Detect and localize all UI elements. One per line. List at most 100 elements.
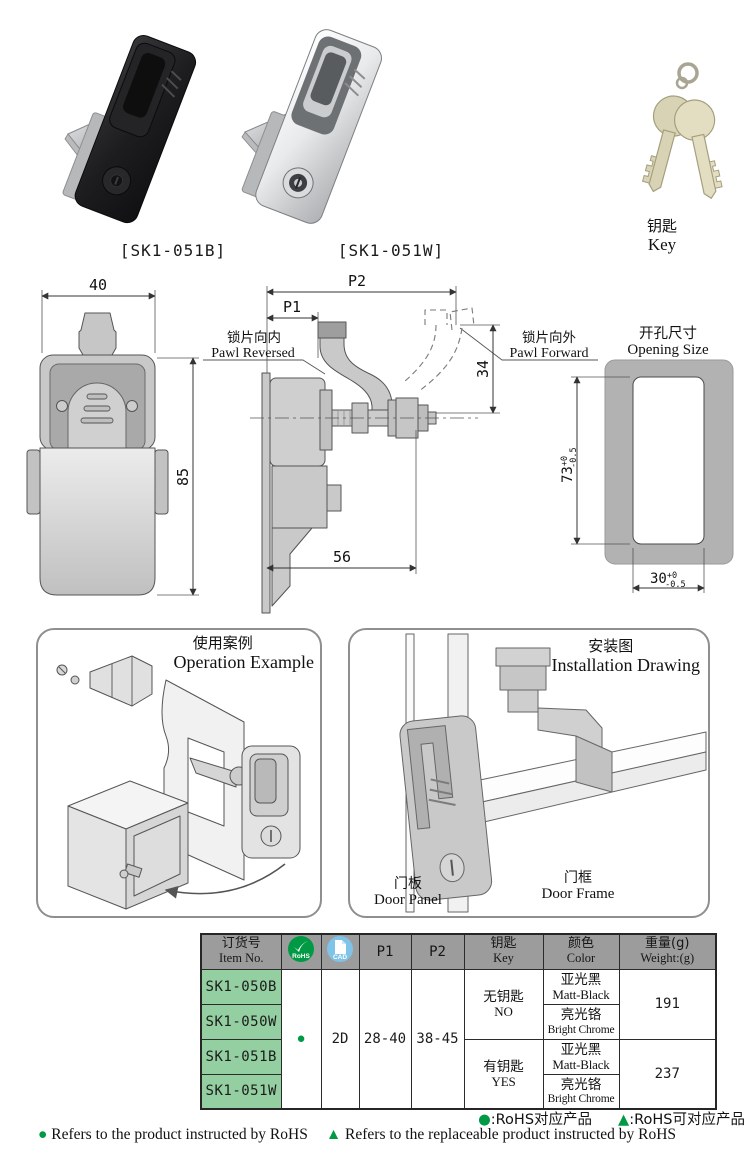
- spec-table: 订货号 Item No. RoHS CAD P1 P2: [200, 933, 717, 1110]
- color-chrome-en: Bright Chrome: [547, 1093, 615, 1106]
- opening-height-dim: 73+0-0.5: [560, 447, 579, 483]
- opening-title-zh: 开孔尺寸: [639, 325, 697, 342]
- installation-box-title: 安装图 Installation Drawing: [552, 638, 700, 675]
- header-item-en: Item No.: [219, 951, 264, 966]
- color-matt-en: Matt-Black: [552, 986, 610, 1002]
- header-weight-zh: 重量(g): [645, 936, 690, 952]
- cabinet-sketch: [56, 655, 301, 910]
- door-panel-zh: 门板: [394, 876, 422, 892]
- pawl-forward-en: Pawl Forward: [510, 346, 589, 361]
- key-caption-en: Key: [647, 235, 677, 255]
- weight-cell: 237: [618, 1038, 717, 1110]
- p1-dim-label: P1: [283, 298, 301, 316]
- color-cell-chrome: 亮光铬 Bright Chrome: [542, 1003, 620, 1040]
- rohs-legend-zh: ●:RoHS对应产品▲:RoHS可对应产品: [478, 1108, 745, 1129]
- operation-title-en: Operation Example: [173, 651, 314, 672]
- item-cell: SK1-051W: [200, 1073, 282, 1110]
- dot-marker: ●: [38, 1126, 48, 1143]
- installation-drawing-box: 安装图 Installation Drawing 门板 Door Panel 门…: [348, 628, 710, 918]
- header-cad: CAD: [320, 933, 360, 970]
- cad-cell: 2D: [320, 968, 360, 1110]
- header-item-zh: 订货号: [221, 936, 261, 952]
- p2-dim-label: P2: [348, 272, 366, 290]
- installation-sketch: [399, 633, 707, 913]
- rohs-legend-en: ● Refers to the product instructed by Ro…: [38, 1126, 676, 1144]
- key-caption: 钥匙 Key: [612, 217, 712, 255]
- operation-example-box: 使用案例 Operation Example: [36, 628, 322, 918]
- pawl-reversed-en: Pawl Reversed: [211, 346, 295, 361]
- dimension-drawings: 40 85 P2 P1 锁片向内 Pawl Reversed 锁片向外 Pawl…: [26, 272, 734, 614]
- header-color-en: Color: [566, 951, 596, 966]
- cad-icon: CAD: [327, 936, 353, 963]
- door-panel-en: Door Panel: [374, 892, 442, 909]
- legend-tri-en-text: Refers to the replaceable product instru…: [345, 1126, 677, 1143]
- color-cell-matt: 亚光黑 Matt-Black: [542, 1038, 620, 1075]
- operation-box-title: 使用案例 Operation Example: [174, 635, 314, 672]
- header-weight-en: Weight:(g): [640, 951, 695, 966]
- opening-title-en: Opening Size: [627, 342, 709, 358]
- rohs-dot: ●: [296, 1030, 306, 1047]
- legend-dot-en-text: Refers to the product instructed by RoHS: [51, 1126, 308, 1143]
- color-cell-matt: 亚光黑 Matt-Black: [542, 968, 620, 1005]
- pawl-reversed-zh: 锁片向内: [227, 330, 281, 346]
- side-view-drawing: P2 P1 锁片向内 Pawl Reversed 锁片向外 Pawl Forwa…: [203, 272, 598, 614]
- door-frame-label: 门框 Door Frame: [528, 870, 628, 903]
- table-row: SK1-050B ● 2D 28-40 38-45 无钥匙 NO 亚光黑 Mat…: [200, 968, 717, 1110]
- color-chrome-zh: 亮光铬: [560, 1007, 602, 1024]
- header-color: 颜色 Color: [542, 933, 620, 970]
- key-ring: [675, 62, 699, 90]
- front-height-dim: 85: [174, 468, 192, 486]
- door-panel-label: 门板 Door Panel: [358, 876, 458, 909]
- color-matt-en: Matt-Black: [552, 1056, 610, 1072]
- door-frame-en: Door Frame: [541, 886, 615, 903]
- latch-body-chrome: [241, 29, 383, 224]
- color-matt-zh: 亚光黑: [560, 971, 602, 988]
- key-caption-zh: 钥匙: [646, 217, 677, 235]
- length-dim: 56: [333, 548, 351, 566]
- color-chrome-en: Bright Chrome: [547, 1023, 615, 1036]
- key-yes-zh: 有钥匙: [483, 1058, 524, 1075]
- header-color-zh: 颜色: [567, 936, 594, 952]
- table-row: SK1-050W 亮光铬 Bright Chrome: [200, 1003, 716, 1040]
- triangle-marker: ▲: [618, 1112, 630, 1128]
- key-no-cell: 无钥匙 NO: [463, 968, 544, 1040]
- color-chrome-zh: 亮光铬: [560, 1077, 602, 1094]
- table-row: SK1-051W 亮光铬 Bright Chrome: [200, 1073, 716, 1110]
- key-no-en: NO: [494, 1004, 513, 1020]
- installation-title-zh: 安装图: [588, 637, 634, 655]
- item-cell: SK1-050W: [200, 1003, 282, 1040]
- header-key: 钥匙 Key: [463, 933, 544, 970]
- legend-dot-zh-text: :RoHS对应产品: [490, 1112, 593, 1128]
- header-p2: P2: [410, 933, 465, 970]
- rohs-icon-text: RoHS: [292, 953, 310, 960]
- front-view-drawing: 40 85: [26, 276, 199, 596]
- header-key-zh: 钥匙: [490, 936, 517, 952]
- color-cell-chrome: 亮光铬 Bright Chrome: [542, 1073, 620, 1110]
- operation-example-drawing: [56, 655, 301, 910]
- installation-parts: [399, 633, 707, 913]
- latch-body-black: [62, 34, 197, 224]
- door-frame-zh: 门框: [564, 870, 592, 886]
- header-key-en: Key: [493, 951, 514, 966]
- operation-title-zh: 使用案例: [192, 634, 253, 652]
- legend-tri-zh-text: :RoHS可对应产品: [629, 1112, 745, 1128]
- keys-photo: [641, 62, 723, 200]
- header-rohs: RoHS: [280, 933, 322, 970]
- item-cell: SK1-051B: [200, 1038, 282, 1075]
- item-cell: SK1-050B: [200, 968, 282, 1005]
- chrome-latch-label: [SK1-051W]: [337, 241, 445, 260]
- opening-width-dim: 30+0-0.5: [650, 571, 686, 590]
- rohs-mark-cell: ●: [280, 968, 322, 1110]
- chrome-latch-photo: [241, 29, 383, 224]
- header-weight: 重量(g) Weight:(g): [618, 933, 717, 970]
- key-no-zh: 无钥匙: [483, 989, 524, 1006]
- table-row: SK1-051B 有钥匙 YES 亚光黑 Matt-Black 237: [200, 1038, 717, 1110]
- opening-size-drawing: 开孔尺寸 Opening Size 73+0-0.5 30+0-0.5: [560, 325, 734, 593]
- installation-title-en: Installation Drawing: [551, 654, 700, 675]
- depth-dim: 34: [474, 360, 492, 378]
- p1-cell: 28-40: [358, 968, 412, 1110]
- key-right: [673, 99, 723, 200]
- front-width-dim: 40: [89, 276, 107, 294]
- black-latch-label: [SK1-051B]: [119, 241, 227, 260]
